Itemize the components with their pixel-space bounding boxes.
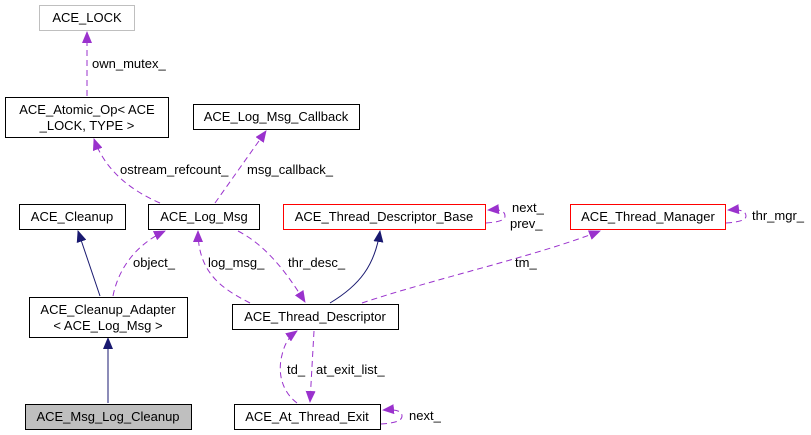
- node-label: ACE_Log_Msg_Callback: [204, 109, 349, 124]
- node-ace-cleanup-adapter[interactable]: ACE_Cleanup_Adapter < ACE_Log_Msg >: [29, 297, 188, 338]
- edge-td: [279, 330, 298, 404]
- node-label: ACE_Thread_Descriptor_Base: [295, 209, 473, 224]
- edge-label-next: next_: [512, 200, 545, 215]
- node-ace-at-thread-exit[interactable]: ACE_At_Thread_Exit: [234, 404, 381, 430]
- edge-label-ostream-refcount: ostream_refcount_: [120, 162, 229, 177]
- edge-ostream-refcount: [92, 138, 161, 204]
- edge-label-own-mutex: own_mutex_: [92, 56, 166, 71]
- edge-label-td: td_: [287, 362, 306, 377]
- edge-label-msg-callback: msg_callback_: [247, 162, 334, 177]
- edge-object: [112, 230, 166, 297]
- edge-inherit-descriptor-base: [329, 230, 384, 304]
- node-label-line-1: ACE_Atomic_Op< ACE: [19, 102, 155, 117]
- node-label: ACE_LOCK: [52, 10, 122, 25]
- edge-label-at-exit-list: at_exit_list_: [316, 362, 385, 377]
- edge-at-exit-list: [305, 330, 316, 403]
- node-ace-log-msg[interactable]: ACE_Log_Msg: [148, 204, 260, 230]
- node-label: ACE_Thread_Manager: [581, 209, 715, 224]
- edge-label-prev: prev_: [510, 216, 543, 231]
- node-label-line-2: < ACE_Log_Msg >: [53, 318, 162, 333]
- node-ace-thread-manager[interactable]: ACE_Thread_Manager: [570, 204, 726, 230]
- edge-label-object: object_: [133, 255, 176, 270]
- node-ace-log-msg-callback[interactable]: ACE_Log_Msg_Callback: [193, 104, 360, 130]
- edge-label-next-self: next_: [409, 408, 442, 423]
- node-ace-msg-log-cleanup[interactable]: ACE_Msg_Log_Cleanup: [25, 404, 192, 430]
- edge-label-log-msg: log_msg_: [208, 255, 265, 270]
- node-ace-thread-descriptor[interactable]: ACE_Thread_Descriptor: [232, 304, 399, 330]
- node-label: ACE_Cleanup: [31, 209, 113, 224]
- edge-label-tm: tm_: [515, 255, 537, 270]
- node-ace-lock[interactable]: ACE_LOCK: [39, 5, 135, 31]
- edge-msg-callback: [214, 130, 267, 204]
- node-ace-atomic-op[interactable]: ACE_Atomic_Op< ACE _LOCK, TYPE >: [5, 97, 169, 138]
- node-label: ACE_At_Thread_Exit: [245, 409, 369, 424]
- node-label: ACE_Thread_Descriptor: [244, 309, 386, 324]
- node-ace-cleanup[interactable]: ACE_Cleanup: [19, 204, 126, 230]
- edge-inherit-cleanup: [76, 230, 101, 297]
- node-label-line-1: ACE_Cleanup_Adapter: [40, 302, 176, 317]
- edge-label-thr-mgr: thr_mgr_: [752, 208, 805, 223]
- edge-tm: [361, 230, 601, 304]
- edge-thr-mgr: [725, 204, 747, 224]
- edge-next: [380, 404, 403, 425]
- node-label: ACE_Msg_Log_Cleanup: [36, 409, 179, 424]
- edge-log-msg: [193, 230, 251, 304]
- edge-label-thr-desc: thr_desc_: [288, 255, 346, 270]
- node-label-line-2: _LOCK, TYPE >: [39, 118, 135, 133]
- edge-next-prev: [485, 204, 506, 224]
- node-label: ACE_Log_Msg: [160, 209, 247, 224]
- node-ace-thread-descriptor-base[interactable]: ACE_Thread_Descriptor_Base: [283, 204, 486, 230]
